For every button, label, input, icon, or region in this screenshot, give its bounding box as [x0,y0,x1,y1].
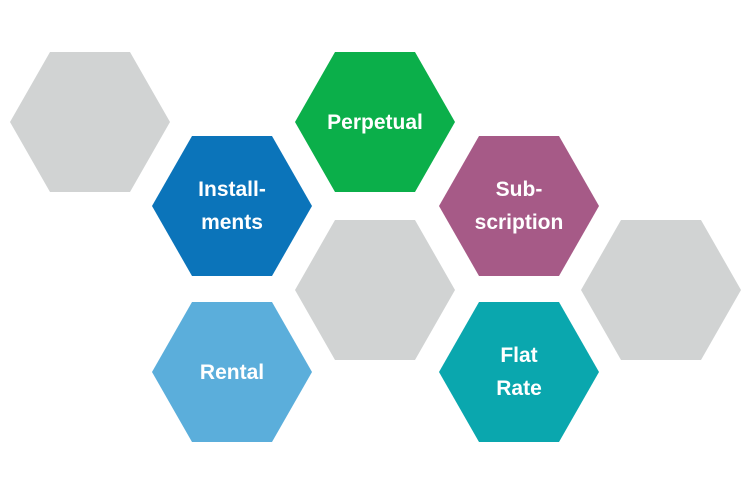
hexagon-label-perpetual: Perpetual [327,106,423,139]
hexagon-rental: Rental [152,302,312,442]
hexagon-label-flat-rate: Flat Rate [496,339,542,405]
label-line: Sub- [495,178,543,201]
hexagon-label-subscription: Sub- scription [475,173,564,239]
label-line: Flat [500,344,538,367]
label-line: Rental [199,360,265,384]
label-line: scription [474,211,564,234]
empty-hexagon [295,220,455,360]
hexagon-installments: Install- ments [152,136,312,276]
label-line: Install- [198,178,266,201]
hexagon-perpetual: Perpetual [295,52,455,192]
label-line: Perpetual [327,110,423,134]
empty-hexagon [581,220,741,360]
hexagon-subscription: Sub- scription [439,136,599,276]
hexagon-label-installments: Install- ments [198,173,266,239]
label-line: ments [201,211,263,234]
hexagon-flat-rate: Flat Rate [439,302,599,442]
hexagon-label-rental: Rental [200,356,264,389]
empty-hexagon [10,52,170,192]
label-line: Rate [496,377,542,400]
